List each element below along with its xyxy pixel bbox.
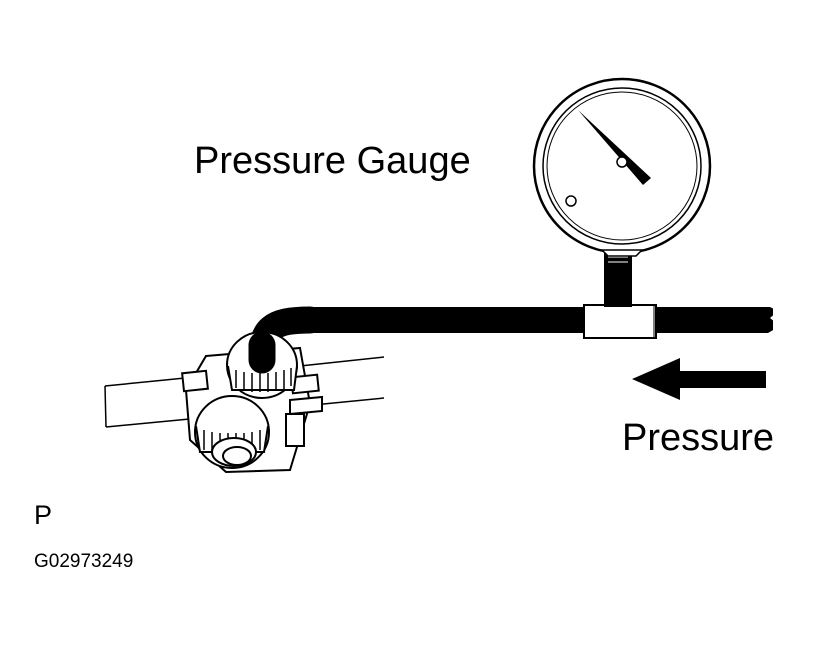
pipe-upper: [308, 307, 773, 333]
valve-icon: [104, 331, 385, 474]
pressure-gauge-icon: [532, 77, 712, 257]
supply-line: [308, 305, 790, 333]
tee-fitting-icon: [583, 304, 657, 339]
flow-label: Pressure: [622, 417, 775, 459]
gauge-label: Pressure Gauge: [194, 140, 471, 182]
corner-letter: P: [34, 500, 53, 530]
arrow-left-icon: [632, 358, 766, 400]
gauge-stem: [604, 252, 632, 307]
pipe-broken-end: [766, 305, 790, 333]
gauge-needle: [578, 110, 651, 185]
figure-code: G02973249: [34, 551, 134, 572]
